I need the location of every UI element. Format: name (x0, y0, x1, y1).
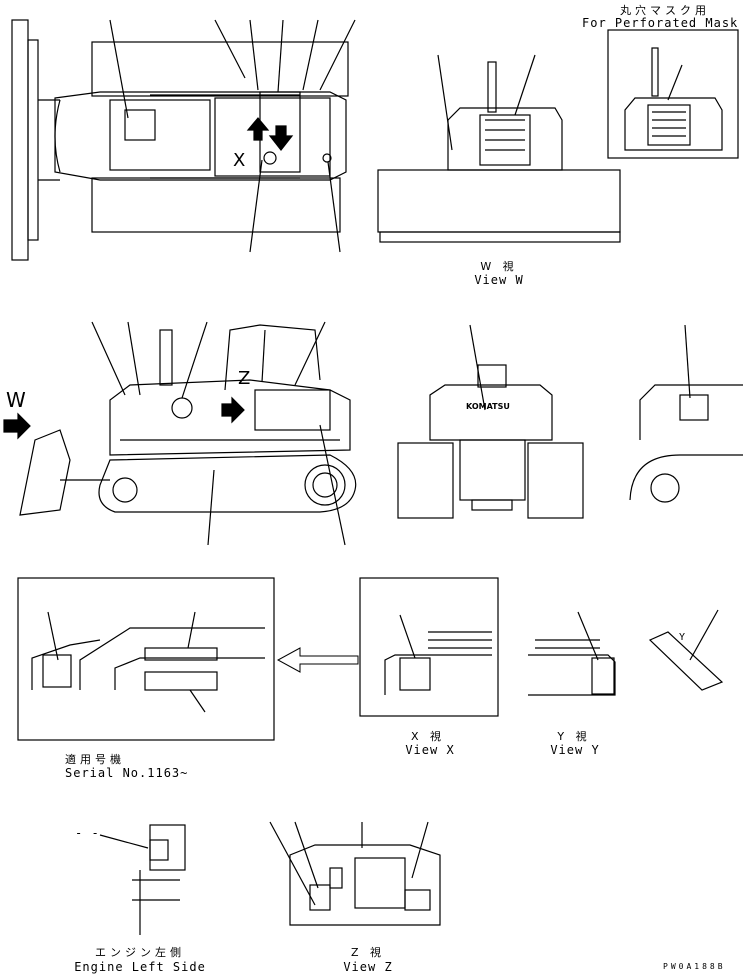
view-x-label-en: View X (405, 743, 455, 757)
view-x-label-jp: X 視 (410, 730, 446, 743)
rear-view-drawing (397, 324, 584, 519)
engine-left-label-jp: エンジン左側 (95, 946, 185, 959)
view-w-label-jp: W 視 (480, 260, 518, 273)
side-view-drawing (3, 321, 357, 546)
decal-y-mark: Y (679, 632, 687, 643)
perforated-label-en: For Perforated Mask (582, 16, 739, 30)
top-plan-view: X (11, 19, 356, 261)
serial-label-en: Serial No.1163~ (65, 766, 189, 780)
serial-detail-drawing (17, 577, 359, 741)
view-w-front-drawing (377, 54, 621, 243)
arrow-w-label: W (6, 388, 27, 412)
view-y-label-en: View Y (550, 743, 600, 757)
svg-text:X: X (233, 150, 245, 171)
rear-brand-logo: KOMATSU (466, 402, 510, 411)
view-y-drawing (528, 611, 616, 696)
view-z-drawing (269, 821, 441, 926)
view-y-label-jp: Y 視 (557, 730, 591, 743)
decal-plate-drawing (648, 609, 724, 691)
right-partial-view-drawing (629, 324, 743, 503)
perforated-label-jp: 丸穴マスク用 (620, 4, 710, 17)
view-x-drawing (359, 577, 499, 717)
engine-dash-label: - - (75, 826, 100, 840)
serial-label-jp: 適用号機 (65, 753, 125, 766)
engine-left-side-drawing (99, 824, 186, 935)
drawing-code: PW0A188B (663, 962, 726, 971)
view-w-label-en: View W (474, 273, 524, 287)
perforated-mask-panel (607, 29, 739, 159)
view-z-label-en: View Z (343, 960, 393, 974)
view-z-label-jp: Z 視 (350, 946, 386, 959)
engine-left-label-en: Engine Left Side (74, 960, 206, 974)
arrow-z-label: Z (238, 368, 252, 389)
